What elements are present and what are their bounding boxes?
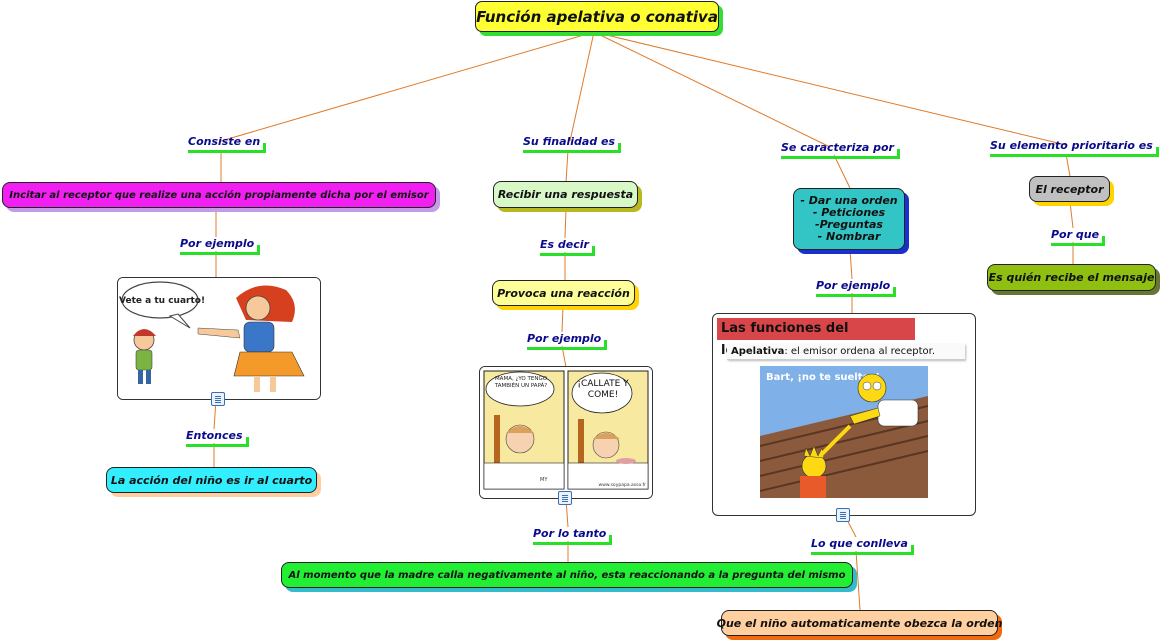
caracteristica-1: - Dar una orden xyxy=(800,194,898,207)
node-accion-nino[interactable]: La acción del niño es ir al cuarto xyxy=(106,467,317,493)
root-node[interactable]: Función apelativa o conativa xyxy=(475,1,719,32)
image-mother-scolding: ¡Vete a tu cuarto! xyxy=(117,277,321,400)
slide-title: Las funciones del lenguaje xyxy=(717,318,915,358)
link-entonces: Entonces xyxy=(186,429,249,447)
link-por-ejemplo-2: Por ejemplo xyxy=(527,332,608,350)
node-incitar[interactable]: Incitar al receptor que realize una acci… xyxy=(2,182,436,208)
caracteristica-4: - Nombrar xyxy=(817,230,881,243)
image-slide-simpsons: Las funciones del lenguaje Apelativa: el… xyxy=(712,313,976,516)
slide-definition: Apelativa: el emisor ordena al receptor. xyxy=(727,344,965,360)
doc-icon[interactable] xyxy=(211,392,225,406)
link-por-lo-tanto: Por lo tanto xyxy=(533,527,613,545)
node-el-receptor[interactable]: El receptor xyxy=(1029,176,1110,202)
node-que-el-nino[interactable]: Que el niño automaticamente obezca la or… xyxy=(717,610,1002,636)
link-lo-que-conlleva: Lo que conlleva xyxy=(811,537,914,555)
node-al-momento[interactable]: Al momento que la madre calla negativame… xyxy=(281,562,853,588)
slide-term: Apelativa xyxy=(731,346,785,357)
link-su-elemento-prioritario-es: Su elemento prioritario es xyxy=(990,139,1159,157)
link-es-decir: Es decir xyxy=(540,238,595,256)
doc-icon[interactable] xyxy=(558,491,572,505)
node-caracteristicas[interactable]: - Dar una orden - Peticiones -Preguntas … xyxy=(793,188,905,250)
link-su-finalidad-es: Su finalidad es xyxy=(523,135,622,153)
caracteristica-3: -Preguntas xyxy=(815,218,883,231)
comic-credit: www.soypapa.asso.fr xyxy=(599,482,647,488)
image-comic: MAMÁ, ¿YO TENGO TAMBIÉN UN PAPÁ? ¡CÁLLAT… xyxy=(479,366,653,499)
node-provoca[interactable]: Provoca una reacción xyxy=(492,280,635,306)
link-por-ejemplo-3: Por ejemplo xyxy=(816,279,897,297)
slide-definition-text: : el emisor ordena al receptor. xyxy=(784,346,936,357)
node-recibir[interactable]: Recibir una respuesta xyxy=(493,181,638,208)
comic-illustration: MAMÁ, ¿YO TENGO TAMBIÉN UN PAPÁ? ¡CÁLLAT… xyxy=(480,367,652,498)
node-es-quien[interactable]: Es quién recibe el mensaje xyxy=(987,264,1156,291)
caracteristica-2: - Peticiones xyxy=(812,206,886,219)
root-title: Función apelativa o conativa xyxy=(476,7,718,26)
slide-speech-text: Bart, ¡no te sueltes! xyxy=(766,372,880,383)
simpsons-illustration: Bart, ¡no te sueltes! xyxy=(760,366,928,498)
comic-signature: MY xyxy=(540,477,548,483)
link-consiste-en: Consiste en xyxy=(188,135,267,153)
doc-icon[interactable] xyxy=(836,508,850,522)
link-por-ejemplo-1: Por ejemplo xyxy=(180,237,261,255)
mother-speech-text: ¡Vete a tu cuarto! xyxy=(118,296,205,306)
mother-scolding-illustration: ¡Vete a tu cuarto! xyxy=(118,278,320,399)
link-se-caracteriza-por: Se caracteriza por xyxy=(781,141,900,159)
comic-left-text: MAMÁ, ¿YO TENGO TAMBIÉN UN PAPÁ? xyxy=(494,376,548,389)
comic-right-text: ¡CÁLLATE Y COME! xyxy=(577,379,629,400)
link-por-que: Por que xyxy=(1051,228,1106,246)
